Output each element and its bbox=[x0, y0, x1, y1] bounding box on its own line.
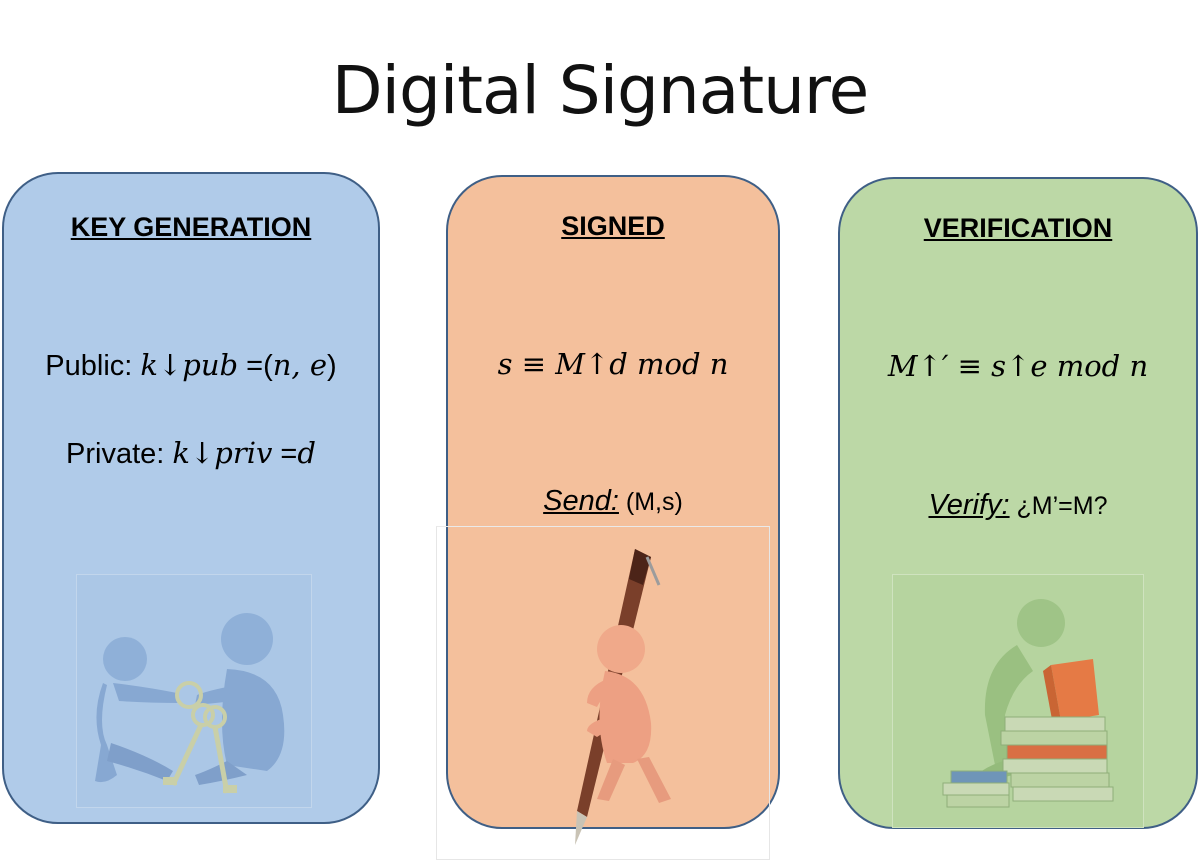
private-key-symbol: k↓priv bbox=[172, 436, 273, 470]
private-label: Private: bbox=[66, 438, 173, 470]
public-key-line: Public: k↓pub =(n, e) bbox=[4, 348, 378, 383]
figure-reading-books-icon bbox=[942, 599, 1114, 808]
send-line: Send: (M,s) bbox=[448, 485, 778, 518]
verification-heading: VERIFICATION bbox=[923, 213, 1113, 243]
verify-line: Verify: ¿M’=M? bbox=[840, 489, 1196, 522]
signing-illustration bbox=[436, 526, 770, 860]
signed-heading: SIGNED bbox=[561, 211, 665, 241]
verify-label: Verify: bbox=[928, 489, 1010, 521]
key-generation-heading: KEY GENERATION bbox=[70, 212, 312, 242]
public-eq: =( bbox=[238, 350, 273, 382]
figures-with-keys-icon bbox=[95, 613, 285, 794]
public-close: ) bbox=[327, 350, 337, 382]
private-eq: = bbox=[272, 438, 298, 470]
send-value: (M,s) bbox=[618, 488, 683, 516]
public-label: Public: bbox=[45, 350, 141, 382]
verify-value: ¿M’=M? bbox=[1009, 492, 1108, 520]
verification-illustration bbox=[892, 574, 1144, 828]
signing-formula: s ≡ M↑d mod n bbox=[497, 347, 729, 381]
page-title: Digital Signature bbox=[331, 52, 869, 129]
public-key-args: n, e bbox=[272, 348, 328, 382]
send-label: Send: bbox=[543, 485, 619, 517]
private-key-line: Private: k↓priv =d bbox=[4, 436, 378, 471]
figure-with-pen-icon bbox=[575, 549, 671, 845]
private-key-value: d bbox=[297, 436, 316, 470]
verification-formula: M↑′ ≡ s↑e mod n bbox=[887, 349, 1149, 383]
public-key-symbol: k↓pub bbox=[140, 348, 239, 382]
key-exchange-illustration bbox=[76, 574, 312, 808]
